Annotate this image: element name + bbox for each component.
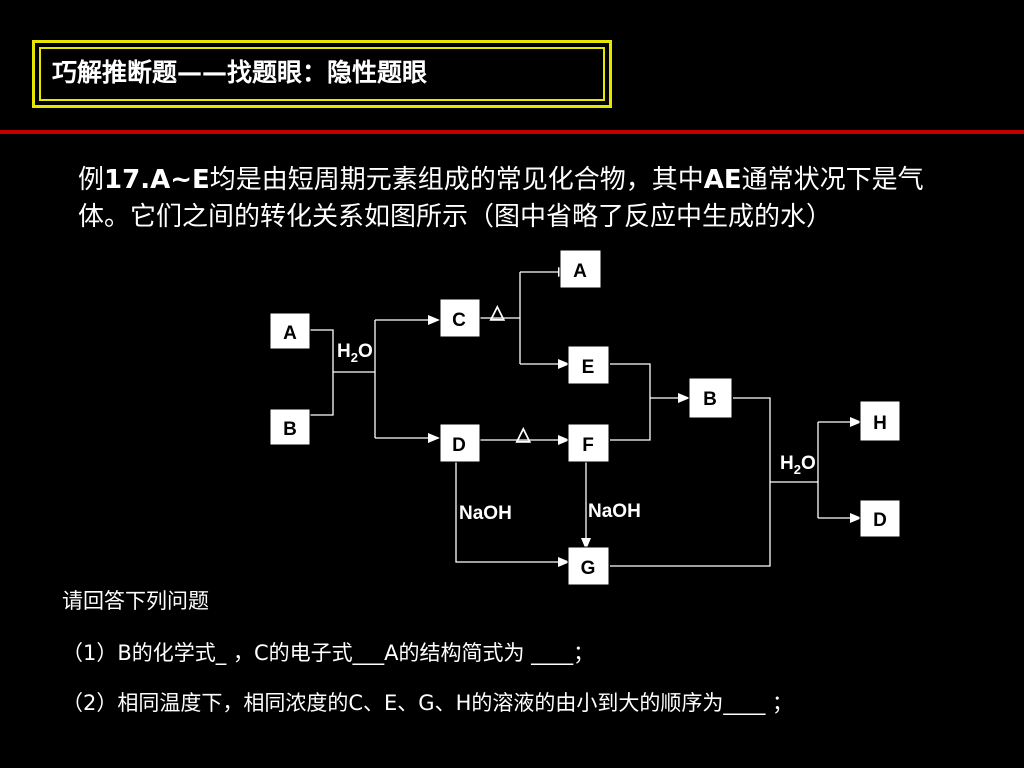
svg-text:B: B bbox=[283, 419, 297, 440]
divider-line bbox=[0, 130, 1024, 134]
question-text-2: 通常状况下是气体。它们之间的转化关系如图所示（图中省略了反应中生成的水） bbox=[78, 165, 924, 232]
node-c: C bbox=[439, 298, 481, 338]
question-text-1: 均是由短周期元素组成的常见化合物，其中 bbox=[209, 165, 704, 195]
arrow-c bbox=[428, 315, 440, 325]
arrow-e bbox=[558, 359, 570, 369]
label-heat-1: △ bbox=[489, 302, 506, 323]
svg-text:A: A bbox=[283, 323, 297, 344]
svg-text:D: D bbox=[452, 435, 466, 456]
svg-text:D: D bbox=[873, 510, 887, 531]
label-heat-2: △ bbox=[515, 424, 532, 445]
arrow-h bbox=[850, 417, 862, 427]
node-f: F bbox=[567, 423, 610, 463]
label-h2o-1: H2O bbox=[337, 341, 373, 365]
question-prefix: 例 bbox=[78, 165, 105, 195]
svg-text:H: H bbox=[873, 413, 887, 434]
connector-lines bbox=[310, 271, 852, 567]
arrow-d bbox=[428, 433, 440, 443]
line-d-to-g bbox=[455, 460, 560, 563]
title-frame-inner bbox=[39, 47, 605, 101]
svg-text:B: B bbox=[703, 389, 717, 410]
label-h2o-2: H2O bbox=[780, 453, 816, 477]
node-a-product: A bbox=[559, 249, 602, 289]
line-ef-join bbox=[610, 363, 651, 441]
node-b: B bbox=[269, 408, 311, 446]
node-a: A bbox=[269, 312, 311, 350]
line-bg-join bbox=[610, 397, 771, 567]
prompt-q1: （1）B的化学式_ ，C的电子式___A的结构简式为 ____； bbox=[62, 641, 595, 665]
node-d-product: D bbox=[859, 499, 901, 538]
title-frame bbox=[32, 40, 612, 108]
node-g: G bbox=[567, 546, 610, 586]
label-naoh-2: NaOH bbox=[588, 501, 641, 522]
arrow-g-from-d bbox=[558, 557, 570, 567]
svg-text:E: E bbox=[582, 357, 595, 378]
svg-text:G: G bbox=[581, 558, 596, 579]
question-number: 17.A~E bbox=[104, 165, 210, 195]
arrow-d2 bbox=[850, 513, 862, 523]
arrow-g-from-f bbox=[581, 538, 591, 550]
arrow-b2 bbox=[678, 393, 690, 403]
question-text: 例17.A~E均是由短周期元素组成的常见化合物，其中AE通常状况下是气体。它们之… bbox=[78, 162, 958, 236]
slide-title: 巧解推断题——找题眼：隐性题眼 bbox=[52, 58, 428, 87]
node-d: D bbox=[439, 423, 481, 463]
node-h: H bbox=[859, 400, 901, 442]
prompt-intro: 请回答下列问题 bbox=[62, 589, 209, 613]
svg-text:F: F bbox=[582, 435, 594, 456]
prompt-q2: （2）相同温度下，相同浓度的C、E、G、H的溶液的由小到大的顺序为____ ； bbox=[62, 691, 794, 715]
node-e: E bbox=[567, 345, 610, 385]
svg-text:A: A bbox=[573, 261, 587, 282]
label-naoh-1: NaOH bbox=[459, 503, 512, 524]
node-b-product: B bbox=[688, 377, 733, 419]
question-ae: AE bbox=[703, 165, 742, 195]
line-ab-join bbox=[310, 329, 334, 416]
svg-text:C: C bbox=[452, 310, 466, 331]
arrow-f bbox=[558, 435, 570, 445]
